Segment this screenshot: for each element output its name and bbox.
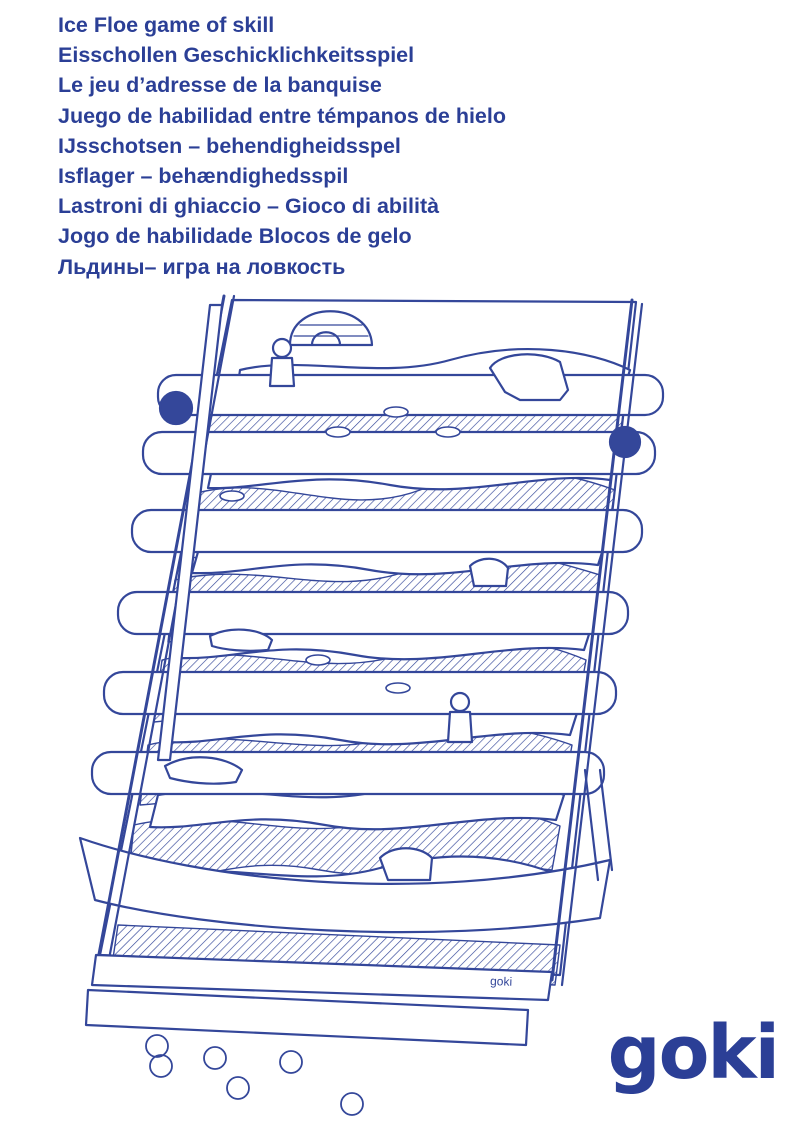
marble-left <box>158 390 194 426</box>
polar-bear-top <box>488 353 570 402</box>
igloo-drawing <box>288 310 374 347</box>
title-english: Ice Floe game of skill <box>58 13 275 37</box>
title-french: Le jeu d’adresse de la banquise <box>58 73 382 98</box>
walrus <box>468 557 510 588</box>
front-board <box>78 836 612 934</box>
spare-marbles <box>145 1034 364 1116</box>
product-title-list: Ice Floe game of skill Eisschollen Gesch… <box>58 10 506 282</box>
marble-right <box>608 425 642 459</box>
polar-bear-bottom <box>378 847 434 882</box>
title-dutch: IJsschotsen – behendigheidsspel <box>58 133 401 158</box>
title-danish: Isflager – behændighedsspil <box>58 164 349 189</box>
title-spanish: Juego de habilidad entre témpanos de hie… <box>58 103 506 128</box>
fish-group <box>219 406 461 694</box>
frame-brand-mark: goki <box>490 974 512 989</box>
title-russian: Льдины– игра на ловкость <box>58 254 346 279</box>
goki-logo: goki <box>607 1010 780 1096</box>
figure-top <box>268 337 296 388</box>
bottom-frame <box>90 953 554 1002</box>
ice-floe-game-illustration: goki <box>78 294 665 1116</box>
title-german: Eisschollen Geschicklichkeitsspiel <box>58 43 415 68</box>
seal <box>208 628 274 652</box>
figure-middle <box>446 691 474 744</box>
left-pole <box>156 303 224 762</box>
title-italian: Lastroni di ghiaccio – Gioco di abilità <box>58 194 440 219</box>
seal-lower <box>163 756 244 785</box>
title-portuguese: Jogo de habilidade Blocos de gelo <box>58 224 412 249</box>
